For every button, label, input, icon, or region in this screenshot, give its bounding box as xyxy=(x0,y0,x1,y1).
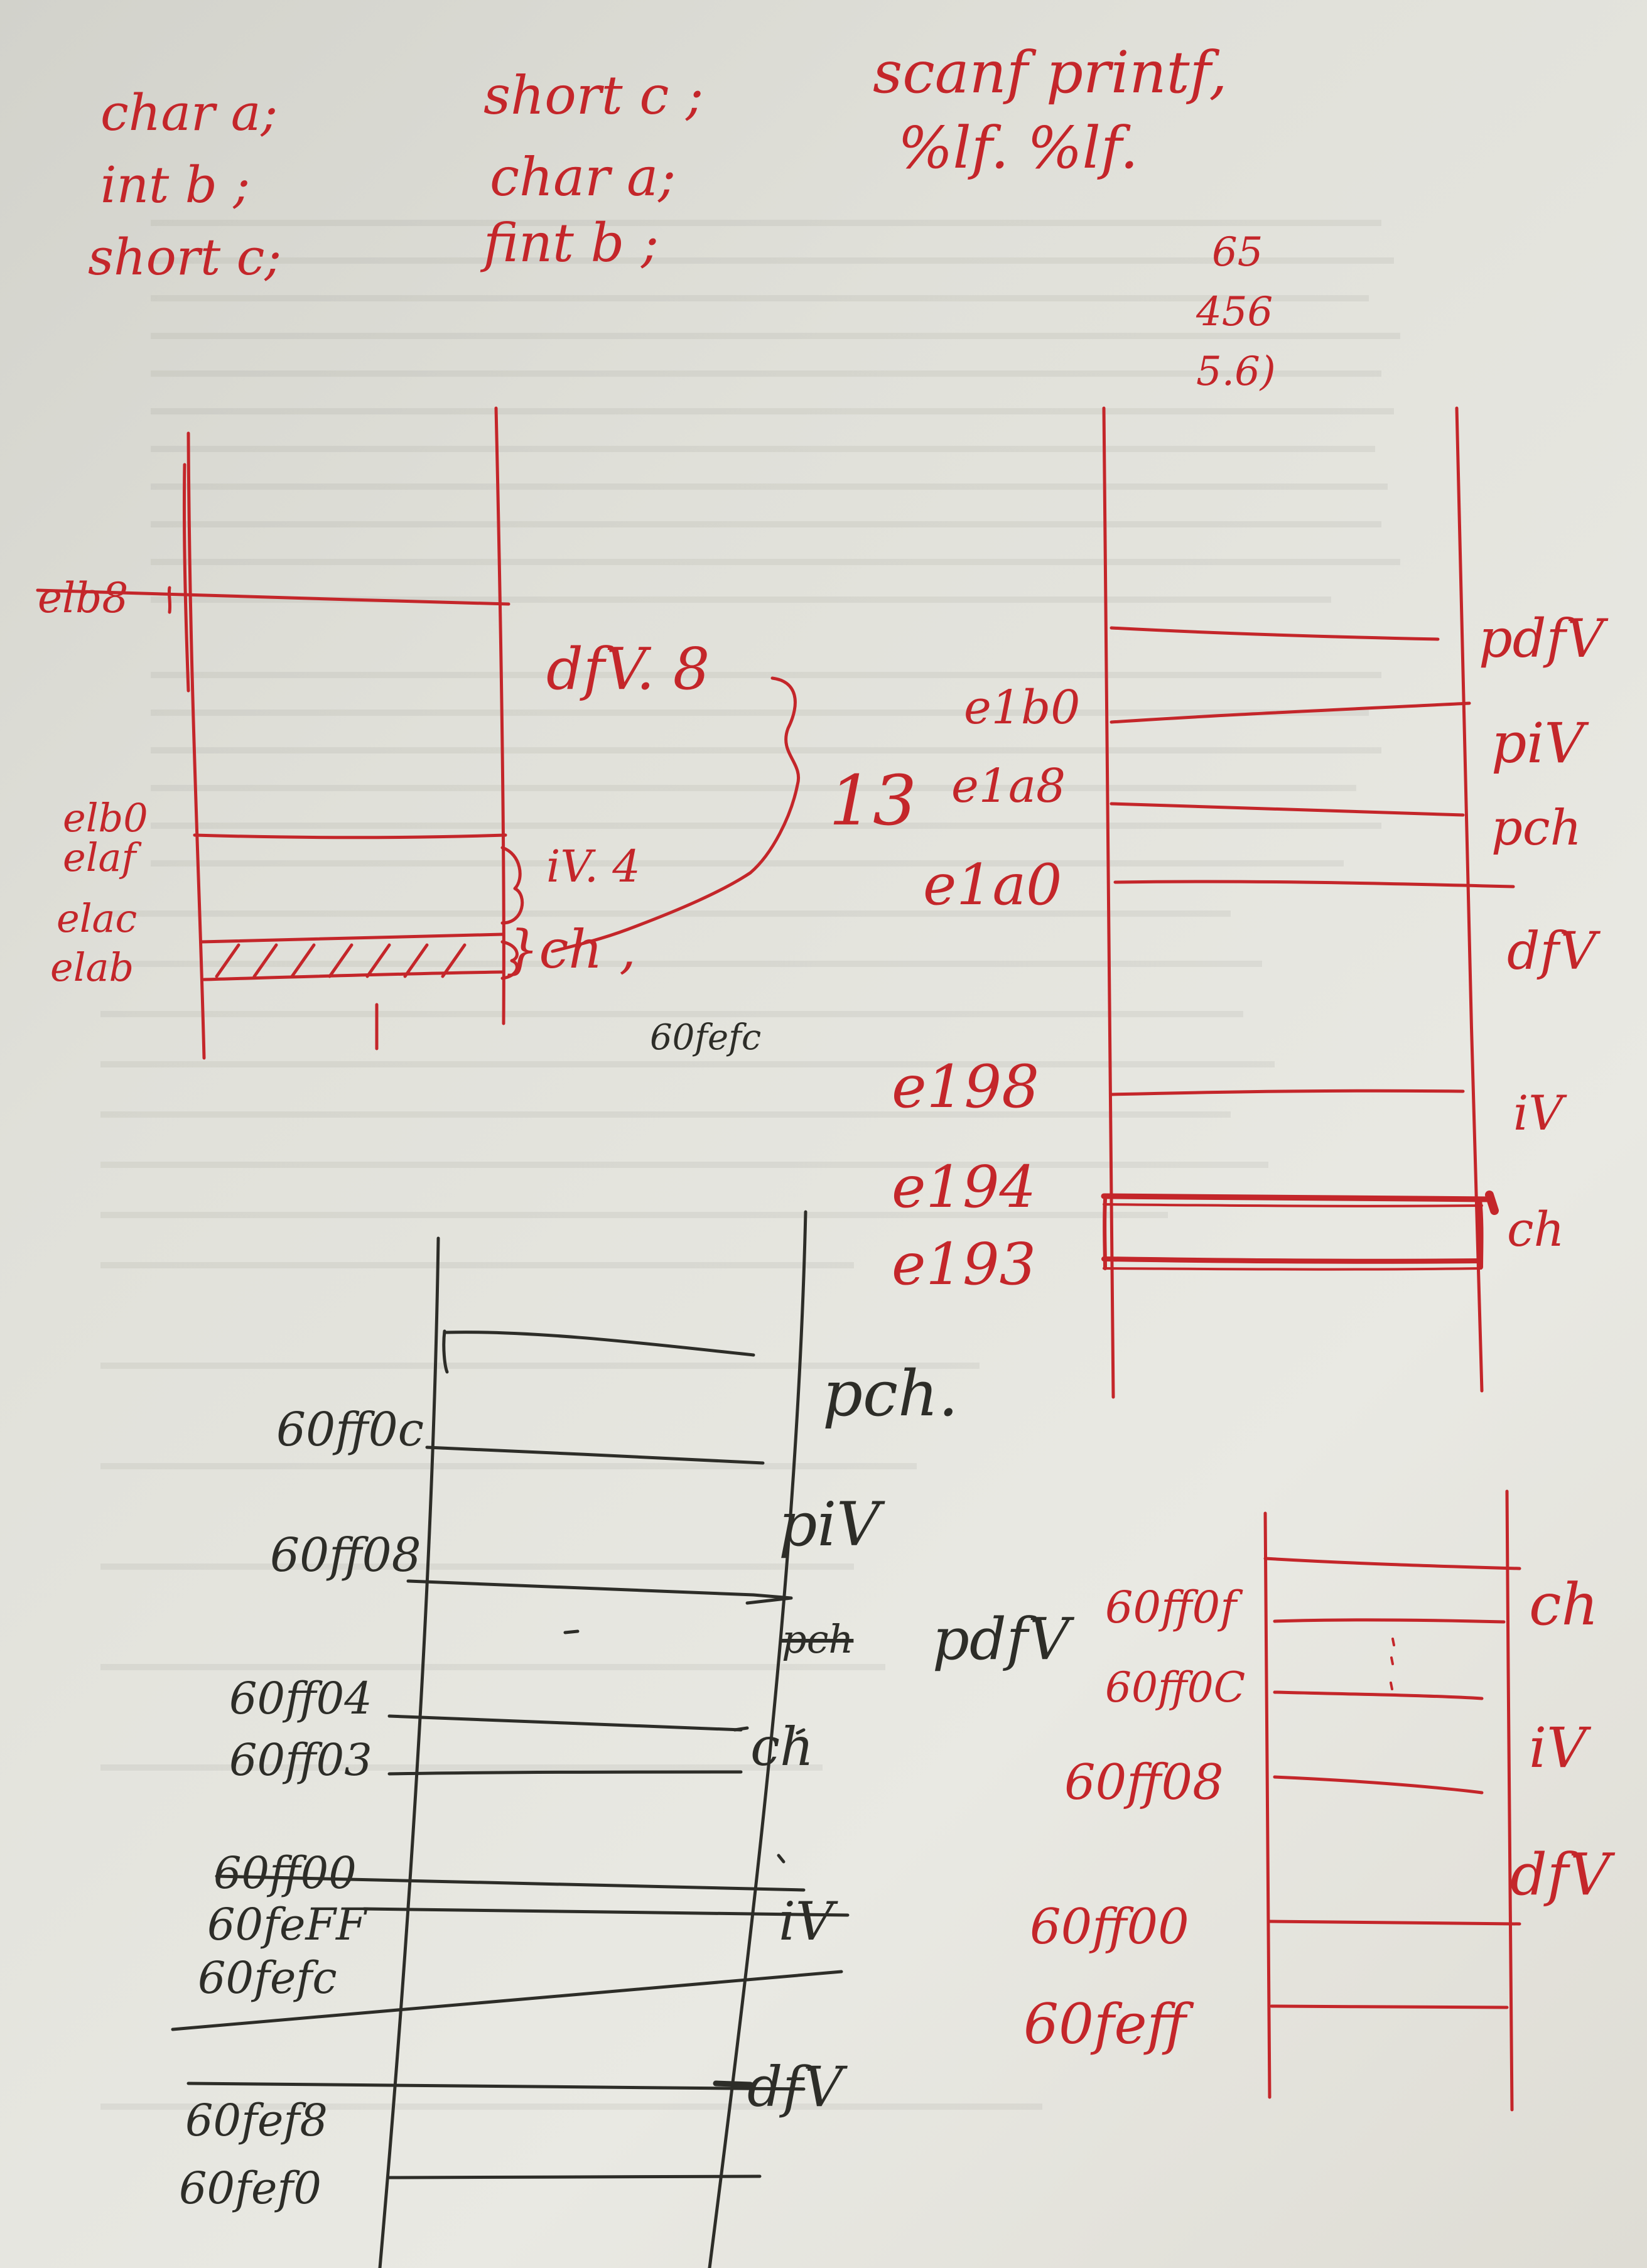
diagram-c-address-60fefc: 60fefc xyxy=(198,1952,337,2004)
diagram-d-label-iv: iV xyxy=(1529,1715,1587,1780)
diagram-c-label-piv: piV xyxy=(779,1489,880,1560)
diagram-a-lines xyxy=(36,406,801,1060)
note-char-a: char a; xyxy=(100,84,278,142)
diagram-b-address-e198: e198 xyxy=(892,1053,1040,1121)
input-value-5-6: 5.6) xyxy=(1196,348,1276,395)
diagram-a-address-elaf: elaf xyxy=(63,834,136,880)
diagram-c-address-60feff: 60feFF xyxy=(207,1899,367,1950)
diagram-d-address-60ff08: 60ff08 xyxy=(1064,1754,1224,1811)
diagram-c-address-60ff00: 60ff00 xyxy=(213,1847,357,1899)
diagram-c-label-pdfv: pdfV xyxy=(932,1606,1070,1673)
diagram-b-address-e1a8: e1a8 xyxy=(951,759,1066,813)
diagram-c-label-dfv: dfV xyxy=(747,2055,843,2119)
diagram-d-lines xyxy=(1263,1489,1521,2112)
diagram-b-lines xyxy=(1101,406,1515,1399)
diagram-c-address-60ff0c: 60ff0c xyxy=(276,1403,424,1457)
diagram-c-address-60fef0: 60fef0 xyxy=(179,2163,321,2214)
note-int-b: int b ; xyxy=(100,156,251,214)
input-value-65: 65 xyxy=(1212,229,1263,276)
diagram-b-address-e193: e193 xyxy=(892,1231,1037,1298)
diagram-d-address-60ff0f: 60ff0f xyxy=(1105,1582,1237,1633)
diagram-b-label-iv: iV xyxy=(1513,1085,1563,1141)
diagram-c-label-iv: iV xyxy=(779,1891,834,1952)
diagram-c-struck-label-pch: pch xyxy=(782,1616,854,1662)
input-value-456: 456 xyxy=(1196,289,1273,335)
diagram-b-address-e194: e194 xyxy=(892,1153,1037,1221)
note-scanf-printf: scanf printf, xyxy=(873,39,1228,106)
diagram-a-address-elb0: elb0 xyxy=(63,795,148,841)
diagram-d-address-60ff00: 60ff00 xyxy=(1030,1899,1189,1955)
diagram-b-address-e1a0: e1a0 xyxy=(923,852,1062,918)
diagram-d-label-dfv: dfV xyxy=(1510,1841,1611,1908)
diagram-d-address-60feff: 60feff xyxy=(1023,1992,1186,2056)
diagram-a-address-elb8: elb8 xyxy=(38,574,129,622)
diagram-c-label-pch: pch. xyxy=(823,1357,959,1430)
diagram-c-address-60ff04: 60ff04 xyxy=(229,1673,372,1724)
note-short-c: short c; xyxy=(88,228,282,286)
diagram-b-label-pch: pch xyxy=(1491,800,1582,856)
note-char-a-2: char a; xyxy=(490,146,676,208)
diagram-d-address-60ff0c: 60ff0C xyxy=(1105,1663,1246,1712)
diagram-a-address-elac: elac xyxy=(57,895,138,941)
diagram-c-address-60ff08: 60ff08 xyxy=(270,1528,421,1582)
diagram-c-address-60ff03: 60ff03 xyxy=(229,1734,372,1786)
diagram-a-label-iv-4: iV. 4 xyxy=(546,841,640,892)
note-fint-b: fint b ; xyxy=(483,212,659,274)
diagram-a-label-ch: }ch , xyxy=(505,919,636,980)
diagram-a-note-60fefc: 60fefc xyxy=(650,1017,762,1058)
diagram-c-address-60fef8: 60fef8 xyxy=(185,2095,328,2146)
diagram-a-address-elab: elab xyxy=(50,944,134,990)
diagram-c-label-ch: ch xyxy=(750,1716,814,1778)
diagram-b-label-dfv: dfV xyxy=(1507,922,1597,981)
diagram-b-label-ch: ch xyxy=(1507,1201,1565,1257)
diagram-b-label-piv: piV xyxy=(1491,711,1585,775)
diagram-a-total-13: 13 xyxy=(829,760,917,841)
diagram-c-lines xyxy=(171,1210,850,2268)
note-format-specifiers: %lf. %lf. xyxy=(898,114,1138,181)
diagram-d-label-ch: ch xyxy=(1529,1571,1599,1638)
diagram-a-label-dfv-8: dfV. 8 xyxy=(546,635,710,703)
diagram-b-address-e1b0: e1b0 xyxy=(964,681,1081,735)
note-short-c-2: short c ; xyxy=(483,65,704,126)
diagram-b-label-pdfv: pdfV xyxy=(1479,608,1604,669)
